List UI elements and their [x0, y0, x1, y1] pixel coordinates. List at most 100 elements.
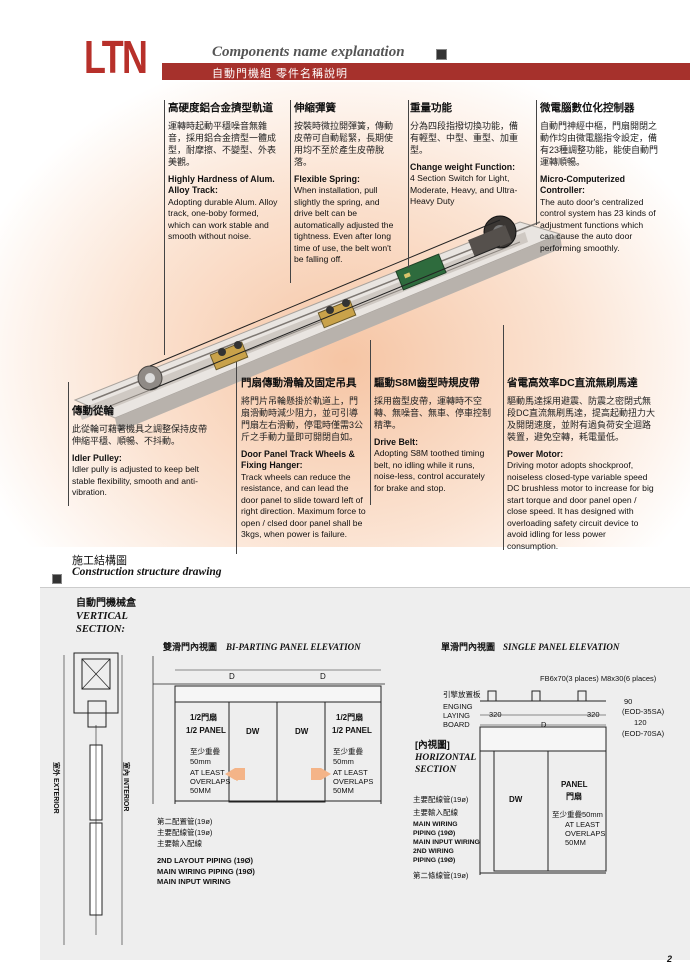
vertical-title-en-2: SECTION: — [76, 624, 126, 635]
component-idler: 傳動從輪 此從輪可藉著機具之調整保持皮帶伸縮平穩、順暢、不抖動。 Idler P… — [72, 405, 212, 499]
leader-line-spring — [290, 100, 291, 283]
pipe-zh-1: 第二配置管(19ø) — [157, 817, 213, 826]
dim-d: D — [541, 720, 547, 729]
single-overlap-en-3: 50MM — [565, 838, 586, 847]
component-title-en: Idler Pulley: — [72, 452, 122, 463]
horizontal-en-2: SECTION — [415, 765, 457, 775]
overlap-en3-left: 50MM — [190, 786, 211, 795]
component-title-en: Flexible Spring: — [294, 173, 360, 184]
single-elevation-drawing — [479, 690, 607, 875]
component-text-en: Adopting durable Alum. Alloy track, one-… — [168, 196, 278, 242]
single-overlap-zh: 至少重疊50mm — [552, 810, 603, 819]
component-spring: 伸縮彈簧 按裝時微拉開彈簧，傳動皮帶可自動鬆緊，長期使用均不至於產生皮帶脫落。 … — [294, 102, 394, 266]
overlap-en3-right: 50MM — [333, 786, 354, 795]
component-title-zh: 微電腦數位化控制器 — [540, 102, 635, 114]
half-panel-zh-right: 1/2門扇 — [336, 713, 364, 722]
component-title-zh: 高硬度鋁合金擠型軌道 — [168, 102, 273, 114]
overlap-en2-right: OVERLAPS — [333, 777, 374, 786]
component-controller: 微電腦數位化控制器 自動門神經中樞，門扇開閉之動作均由微電腦指令設定，備有23種… — [540, 102, 659, 254]
overlap-en1-right: AT LEAST — [333, 768, 368, 777]
section-square-icon — [52, 574, 62, 584]
title-square-icon — [436, 49, 447, 60]
half-panel-en-right: 1/2 PANEL — [332, 726, 372, 735]
component-wheels: 門扇傳動滑輪及固定吊具 將門片吊輪懸掛於軌道上，門扇滑動時減少阻力，並可引導門扇… — [241, 377, 366, 541]
component-title-en: Change weight Function: — [410, 161, 516, 172]
eod70-label: (EOD-70SA) — [622, 729, 665, 738]
page-title-zh: 自動門機組 零件名稱說明 — [212, 68, 349, 80]
component-text-en: Idler pully is adjusted to keep belt sta… — [72, 464, 200, 497]
second-pipe-en-2: PIPING (19Ø) — [413, 857, 456, 864]
engine-board-en-1: ENGING — [443, 702, 473, 711]
component-title-en: Micro-Computerized Controller: — [540, 173, 626, 196]
page-title-en: Components name explanation — [212, 44, 405, 60]
main-input-en: MAIN INPUT WIRING — [413, 839, 480, 846]
component-text-zh: 驅動馬達採用避震、防震之密閉式無段DC直流無刷馬達，提高起動扭力大及開閉速度，並… — [507, 395, 655, 442]
component-title-zh: 伸縮彈簧 — [294, 102, 336, 114]
component-title-zh: 傳動從輪 — [72, 405, 114, 417]
main-pipe-en-1: MAIN WIRING — [413, 821, 458, 828]
title-bar — [162, 63, 690, 80]
overlap-zh-left: 至少重疊 — [190, 747, 220, 756]
component-track: 高硬度鋁合金擠型軌道 運轉時起動平穩噪音無雜音，採用鋁合金擠型一體成型，耐摩擦、… — [168, 102, 283, 243]
overlap-en2-left: OVERLAPS — [190, 777, 231, 786]
pipe-zh-2: 主要配線管(19ø) — [157, 828, 213, 837]
component-title-en: Door Panel Track Wheels & Fixing Hanger: — [241, 448, 355, 471]
second-pipe-en-1: 2ND WIRING — [413, 848, 454, 855]
dw-left: DW — [246, 727, 260, 736]
horizontal-en-1: HORIZONTAL — [415, 753, 477, 763]
component-text-zh: 將門片吊輪懸掛於軌道上，門扇滑動時減少阻力，並可引導門扇左右滑動，停電時僅需3公… — [241, 395, 364, 442]
component-text-en: The auto door's centralized control syst… — [540, 196, 656, 253]
engine-board-en-3: BOARD — [443, 720, 470, 729]
single-panel-en: PANEL — [561, 780, 588, 789]
component-title-zh: 驅動S8M齒型時規皮帶 — [374, 377, 480, 389]
dim-90: 90 — [624, 697, 633, 706]
engine-board-en-2: LAYING — [443, 711, 470, 720]
half-panel-zh-left: 1/2門扇 — [190, 713, 218, 722]
eod35-label: (EOD-35SA) — [622, 707, 665, 716]
component-title-zh: 省電高效率DC直流無刷馬達 — [507, 377, 638, 389]
component-text-en: 4 Section Switch for Light, Moderate, He… — [410, 173, 518, 206]
component-text-zh: 自動門神經中樞，門扇開閉之動作均由微電腦指令設定，備有23種調整功能，能使自動門… — [540, 120, 659, 167]
single-title-en: SINGLE PANEL ELEVATION — [503, 642, 620, 652]
single-title-zh: 單滑門內視圖 — [441, 642, 496, 652]
leader-line-weight — [408, 100, 409, 268]
component-title-en: Highly Hardness of Alum. Alloy Track: — [168, 173, 275, 196]
biparting-title-zh: 雙滑門內視圖 — [163, 642, 218, 652]
horizontal-zh: [內視圖] — [415, 740, 450, 751]
single-panel-zh: 門扇 — [566, 792, 582, 801]
biparting-d-right: D — [320, 672, 326, 681]
component-motor: 省電高效率DC直流無刷馬達 驅動馬達採用避震、防震之密閉式無段DC直流無刷馬達，… — [507, 377, 657, 552]
vertical-title-zh: 自動門機械盒 — [76, 598, 136, 609]
leader-line-idler — [68, 382, 69, 506]
engine-board-zh: 引擎放置板 — [443, 690, 481, 699]
component-title-en: Power Motor: — [507, 448, 564, 459]
component-text-zh: 運轉時起動平穩噪音無雜音，採用鋁合金擠型一體成型，耐摩擦、不變型、外表美觀。 — [168, 120, 277, 167]
dim-320-left: 320 — [489, 710, 502, 719]
vertical-title-en-1: VERTICAL — [76, 611, 128, 622]
component-title-zh: 重量功能 — [410, 102, 452, 114]
main-input-zh: 主要輸入配線 — [413, 808, 458, 817]
component-text-zh: 採用齒型皮帶，運轉時不空轉、無噪音、無車、停車控制精準。 — [374, 395, 492, 430]
single-overlap-en-1: AT LEAST — [565, 820, 600, 829]
leader-line-belt — [370, 340, 371, 505]
leader-line-controller — [536, 100, 537, 225]
leader-line-motor — [503, 325, 504, 550]
page-number: 2 — [666, 954, 672, 964]
single-dw: DW — [509, 795, 523, 804]
second-pipe-zh: 第二條線管(19ø) — [413, 871, 469, 880]
overlap-en1-left: AT LEAST — [190, 768, 225, 777]
component-text-zh: 按裝時微拉開彈簧，傳動皮帶可自動鬆緊，長期使用均不至於產生皮帶脫落。 — [294, 120, 394, 167]
dim-320-right: 320 — [587, 710, 600, 719]
component-text-en: Adopting S8M toothed timing belt, no idl… — [374, 448, 485, 493]
component-title-en: Drive Belt: — [374, 436, 418, 447]
fb-note: FB6x70(3 places) M8x30(6 places) — [540, 674, 657, 683]
single-overlap-en-2: OVERLAPS — [565, 829, 606, 838]
interior-label: 室內 INTERIOR — [122, 762, 129, 812]
half-panel-en-left: 1/2 PANEL — [186, 726, 226, 735]
exterior-label: 室外 EXTERIOR — [52, 762, 59, 814]
component-text-en: Track wheels can reduce the resistance, … — [241, 471, 366, 540]
section-title-en: Construction structure drawing — [72, 566, 222, 578]
component-text-en: When installation, pull slightly the spr… — [294, 185, 394, 264]
vertical-section-drawing — [63, 652, 123, 945]
component-belt: 驅動S8M齒型時規皮帶 採用齒型皮帶，運轉時不空轉、無噪音、無車、停車控制精準。… — [374, 377, 494, 494]
